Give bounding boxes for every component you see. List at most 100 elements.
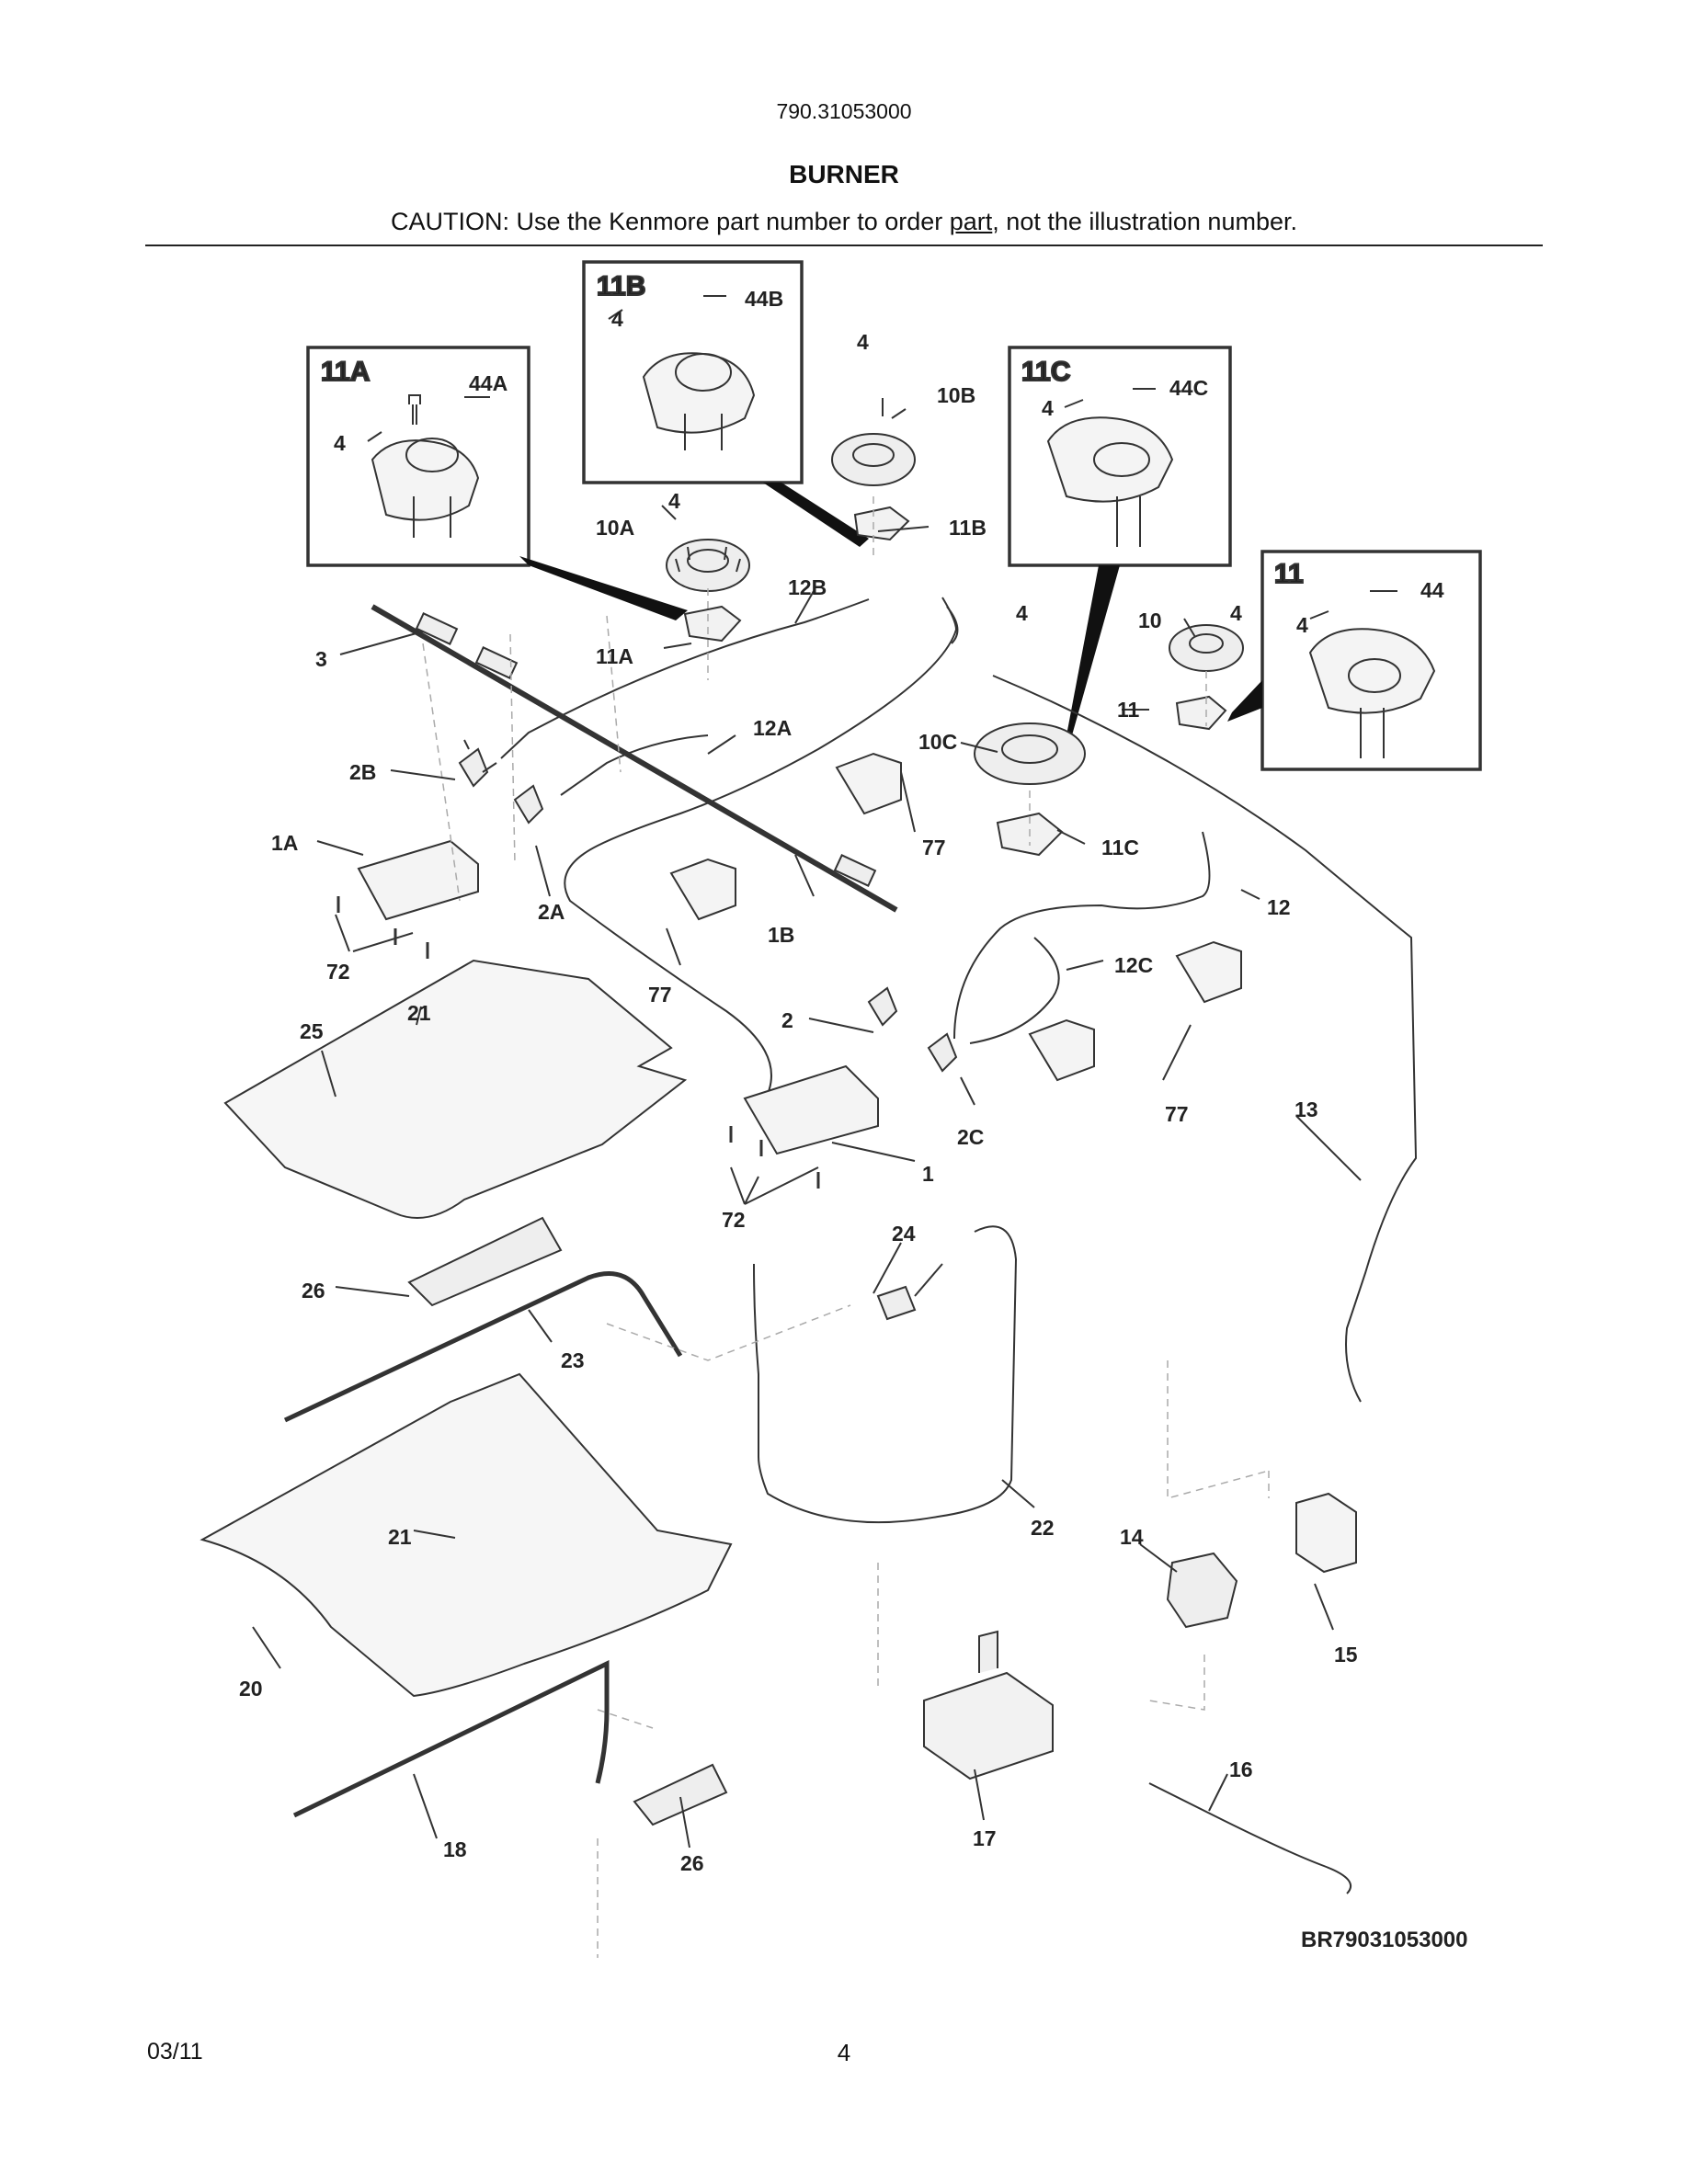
- part-labels: 44A 4 4 44B 4 10B 4 10A 11B 4 44C 4 4 44…: [239, 287, 1444, 1875]
- part-label: 17: [973, 1826, 997, 1850]
- burner-base-11: [1175, 695, 1227, 731]
- burner-head-10a: [666, 539, 750, 592]
- diagram-code: BR79031053000: [1301, 1928, 1468, 1952]
- valve-2a: [513, 784, 544, 825]
- bracket-15: [1295, 1492, 1357, 1574]
- burner-base-11a: [683, 605, 742, 643]
- heat-shield-20: [200, 1372, 733, 1698]
- valve-2: [867, 986, 898, 1027]
- part-label: 10C: [918, 730, 957, 754]
- burner-tube-23: [283, 1271, 683, 1423]
- part-label: 1A: [271, 831, 298, 855]
- callout-label: 11B: [597, 271, 645, 301]
- page-title: BURNER: [789, 160, 899, 188]
- part-label: 11A: [596, 644, 633, 668]
- part-label: 2: [781, 1008, 793, 1032]
- gas-tube-12b: [500, 598, 870, 759]
- part-label: 3: [315, 647, 327, 671]
- gas-tube-13: [992, 675, 1418, 1403]
- part-label: 26: [302, 1279, 325, 1302]
- part-label: 11B: [949, 516, 987, 540]
- heat-shield-25: [223, 959, 688, 1219]
- part-label: 4: [1230, 601, 1242, 625]
- burner-head-10: [1169, 624, 1244, 672]
- orifice-fitting-24: [876, 1263, 943, 1321]
- gas-tube-22: [753, 1225, 1018, 1524]
- part-label: 4: [334, 431, 346, 455]
- part-label: 25: [300, 1019, 324, 1043]
- part-label: 21: [388, 1525, 412, 1549]
- part-label: 2B: [349, 760, 376, 784]
- valve-2b: [458, 739, 497, 788]
- part-label: 44A: [469, 371, 508, 395]
- caution-note: CAUTION: Use the Kenmore part number to …: [0, 208, 1688, 236]
- part-label: 12: [1267, 895, 1291, 919]
- part-label: 1B: [768, 923, 794, 947]
- part-label: 2C: [957, 1125, 984, 1149]
- callout-label: 11C: [1021, 357, 1070, 387]
- part-label: 11C: [1101, 836, 1139, 859]
- part-label: 72: [722, 1208, 746, 1232]
- gas-tube-12a: [560, 734, 709, 796]
- part-label: 13: [1295, 1098, 1318, 1121]
- part-label: 18: [443, 1837, 467, 1861]
- part-label: 4: [857, 330, 869, 354]
- callout-box-11c: [1008, 346, 1232, 567]
- part-label: 72: [326, 960, 350, 984]
- callout-box-11a: [306, 346, 530, 567]
- ignitor-26: [407, 1216, 563, 1307]
- callout-box-11: [1260, 550, 1482, 771]
- part-label: 21: [407, 1001, 431, 1025]
- part-label: 15: [1334, 1643, 1358, 1666]
- part-label: 26: [680, 1851, 704, 1875]
- part-label: 12A: [753, 716, 792, 740]
- part-label: 4: [1042, 396, 1054, 420]
- part-label: 2A: [538, 900, 565, 924]
- gas-tube-16: [1148, 1782, 1352, 1894]
- caution-text: CAUTION: Use the Kenmore part number to …: [391, 208, 950, 235]
- part-label: 77: [648, 983, 672, 1007]
- gas-tube-main: [564, 597, 958, 1104]
- callout-label: 11: [1274, 559, 1304, 589]
- bracket-77: [669, 858, 736, 921]
- bracket-1a: [357, 839, 479, 921]
- part-label: 77: [922, 836, 946, 859]
- part-label: 4: [1296, 613, 1308, 637]
- manifold-rod-1b: [371, 604, 898, 913]
- part-label: 12B: [788, 575, 827, 599]
- part-label: 16: [1229, 1757, 1253, 1781]
- screws-72: [336, 896, 820, 1189]
- part-label: 44B: [745, 287, 783, 311]
- regulator-14: [1166, 1552, 1238, 1629]
- caution-text-end: , not the illustration number.: [992, 208, 1297, 235]
- part-label: 12C: [1114, 953, 1153, 977]
- burner-head-10b: [831, 433, 916, 486]
- gas-tube-12: [953, 831, 1211, 1040]
- bracket-1: [743, 1064, 879, 1155]
- exploded-parts-diagram: 11A 11B 11C 11: [200, 260, 1482, 1958]
- part-label: 10B: [937, 383, 975, 407]
- part-label: 4: [1016, 601, 1028, 625]
- model-number: 790.31053000: [776, 99, 912, 123]
- part-label: 23: [561, 1348, 585, 1372]
- burner-base-11b: [853, 506, 910, 541]
- safety-valve-17: [923, 1671, 1054, 1780]
- part-label: 20: [239, 1677, 263, 1701]
- part-label: 10A: [596, 516, 634, 540]
- callout-label: 11A: [321, 357, 370, 387]
- part-label: 14: [1120, 1525, 1144, 1549]
- part-label: 4: [611, 307, 623, 331]
- footer-date: 03/11: [147, 2039, 203, 2065]
- part-label: 11: [1117, 698, 1140, 722]
- gas-tube-12c: [969, 937, 1060, 1044]
- bracket-77: [1028, 1018, 1095, 1082]
- callout-box-11b: [582, 260, 804, 484]
- part-label: 22: [1031, 1516, 1055, 1540]
- bracket-77: [1175, 940, 1242, 1004]
- caution-part-word: part: [949, 208, 993, 235]
- ignitor-26: [633, 1763, 728, 1826]
- part-label: 44C: [1169, 376, 1208, 400]
- burner-tube-18: [292, 1660, 610, 1818]
- burner-head-10c: [974, 722, 1086, 785]
- part-label: 1: [922, 1162, 934, 1186]
